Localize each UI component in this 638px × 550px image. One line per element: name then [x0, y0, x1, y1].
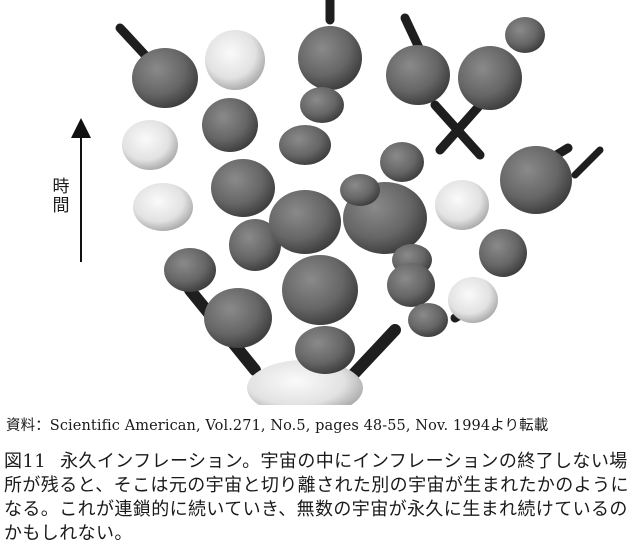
universe-branching-diagram — [71, 0, 604, 416]
bubble — [202, 98, 258, 152]
bubble — [386, 45, 450, 105]
bubble — [408, 303, 448, 337]
bubble — [380, 142, 424, 182]
bubble — [211, 159, 275, 217]
figure-source: 資料：Scientific American, Vol.271, No.5, p… — [6, 418, 549, 434]
figure-number: 図11 — [4, 451, 47, 472]
bubble — [132, 48, 198, 108]
bubble — [205, 30, 265, 90]
inflation-bubbles — [122, 17, 572, 416]
caption-text: 永久インフレーション。宇宙の中にインフレーションの終了しない場所が残ると、そこは… — [4, 451, 629, 544]
bubble — [458, 46, 522, 110]
bubble — [295, 326, 355, 374]
bubble — [387, 263, 435, 307]
bubble — [300, 87, 344, 123]
bubble — [269, 190, 341, 254]
bubble — [282, 255, 358, 325]
base-universe-bubble — [247, 360, 363, 416]
bubble — [204, 288, 272, 348]
bubble — [505, 17, 545, 53]
bubble — [435, 180, 489, 230]
eternal-inflation-figure: 時間 — [52, 0, 604, 416]
bubble — [298, 26, 362, 90]
bubble — [164, 248, 216, 292]
bubble — [279, 125, 331, 165]
bubble — [500, 146, 572, 214]
time-axis-label: 時間 — [52, 177, 70, 216]
bubble — [340, 174, 380, 206]
bubble — [133, 183, 193, 231]
bubble — [479, 229, 527, 277]
bubble — [122, 120, 178, 170]
bubble — [229, 219, 281, 271]
bubble — [448, 277, 498, 323]
